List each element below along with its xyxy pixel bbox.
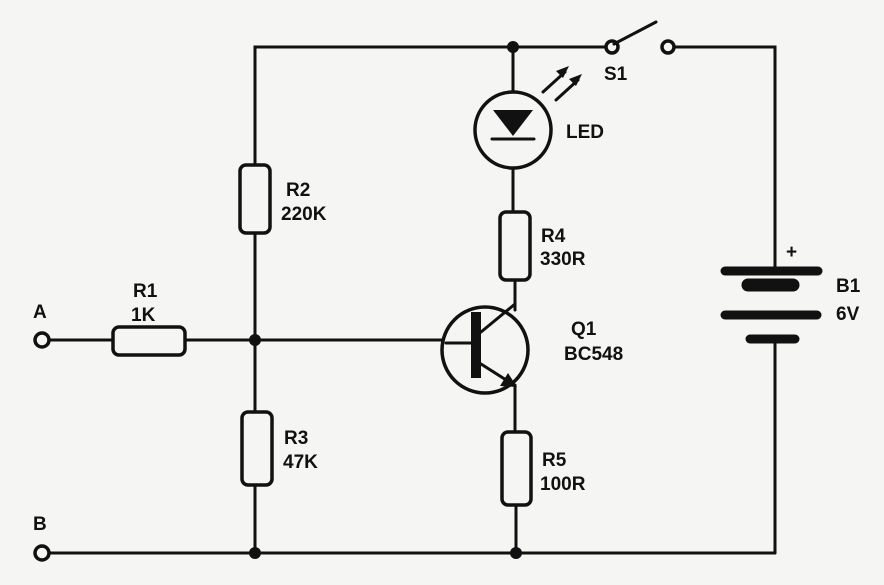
wires [46, 45, 777, 555]
r4-value: 330R [540, 249, 586, 270]
resistor-r2 [238, 163, 272, 235]
junction-nodes [249, 41, 522, 559]
led [473, 66, 582, 170]
q1-value: BC548 [564, 344, 623, 365]
r2-value: 220K [281, 204, 327, 225]
resistor-r3 [240, 410, 274, 487]
r1-name: R1 [133, 281, 158, 302]
r3-value: 47K [283, 452, 318, 473]
resistor-r4 [498, 210, 532, 282]
q1-name: Q1 [571, 319, 597, 340]
r5-name: R5 [542, 450, 567, 471]
battery-value: 6V [836, 304, 860, 325]
resistor-r1 [111, 325, 187, 357]
terminal-a-label: A [33, 302, 47, 323]
switch-s1 [604, 20, 676, 55]
battery-polarity: + [786, 242, 797, 263]
transistor-q1 [440, 302, 530, 395]
battery-name: B1 [836, 276, 861, 297]
battery-b1 [720, 266, 823, 344]
r1-value: 1K [131, 305, 156, 326]
r3-name: R3 [284, 428, 308, 449]
r4-name: R4 [541, 226, 566, 247]
terminal-b [33, 544, 51, 562]
terminal-b-label: B [33, 514, 47, 535]
r2-name: R2 [286, 180, 310, 201]
terminal-a [33, 331, 51, 349]
resistor-r5 [500, 430, 533, 507]
r5-value: 100R [540, 474, 586, 495]
switch-label: S1 [604, 64, 628, 85]
led-label: LED [566, 122, 604, 143]
